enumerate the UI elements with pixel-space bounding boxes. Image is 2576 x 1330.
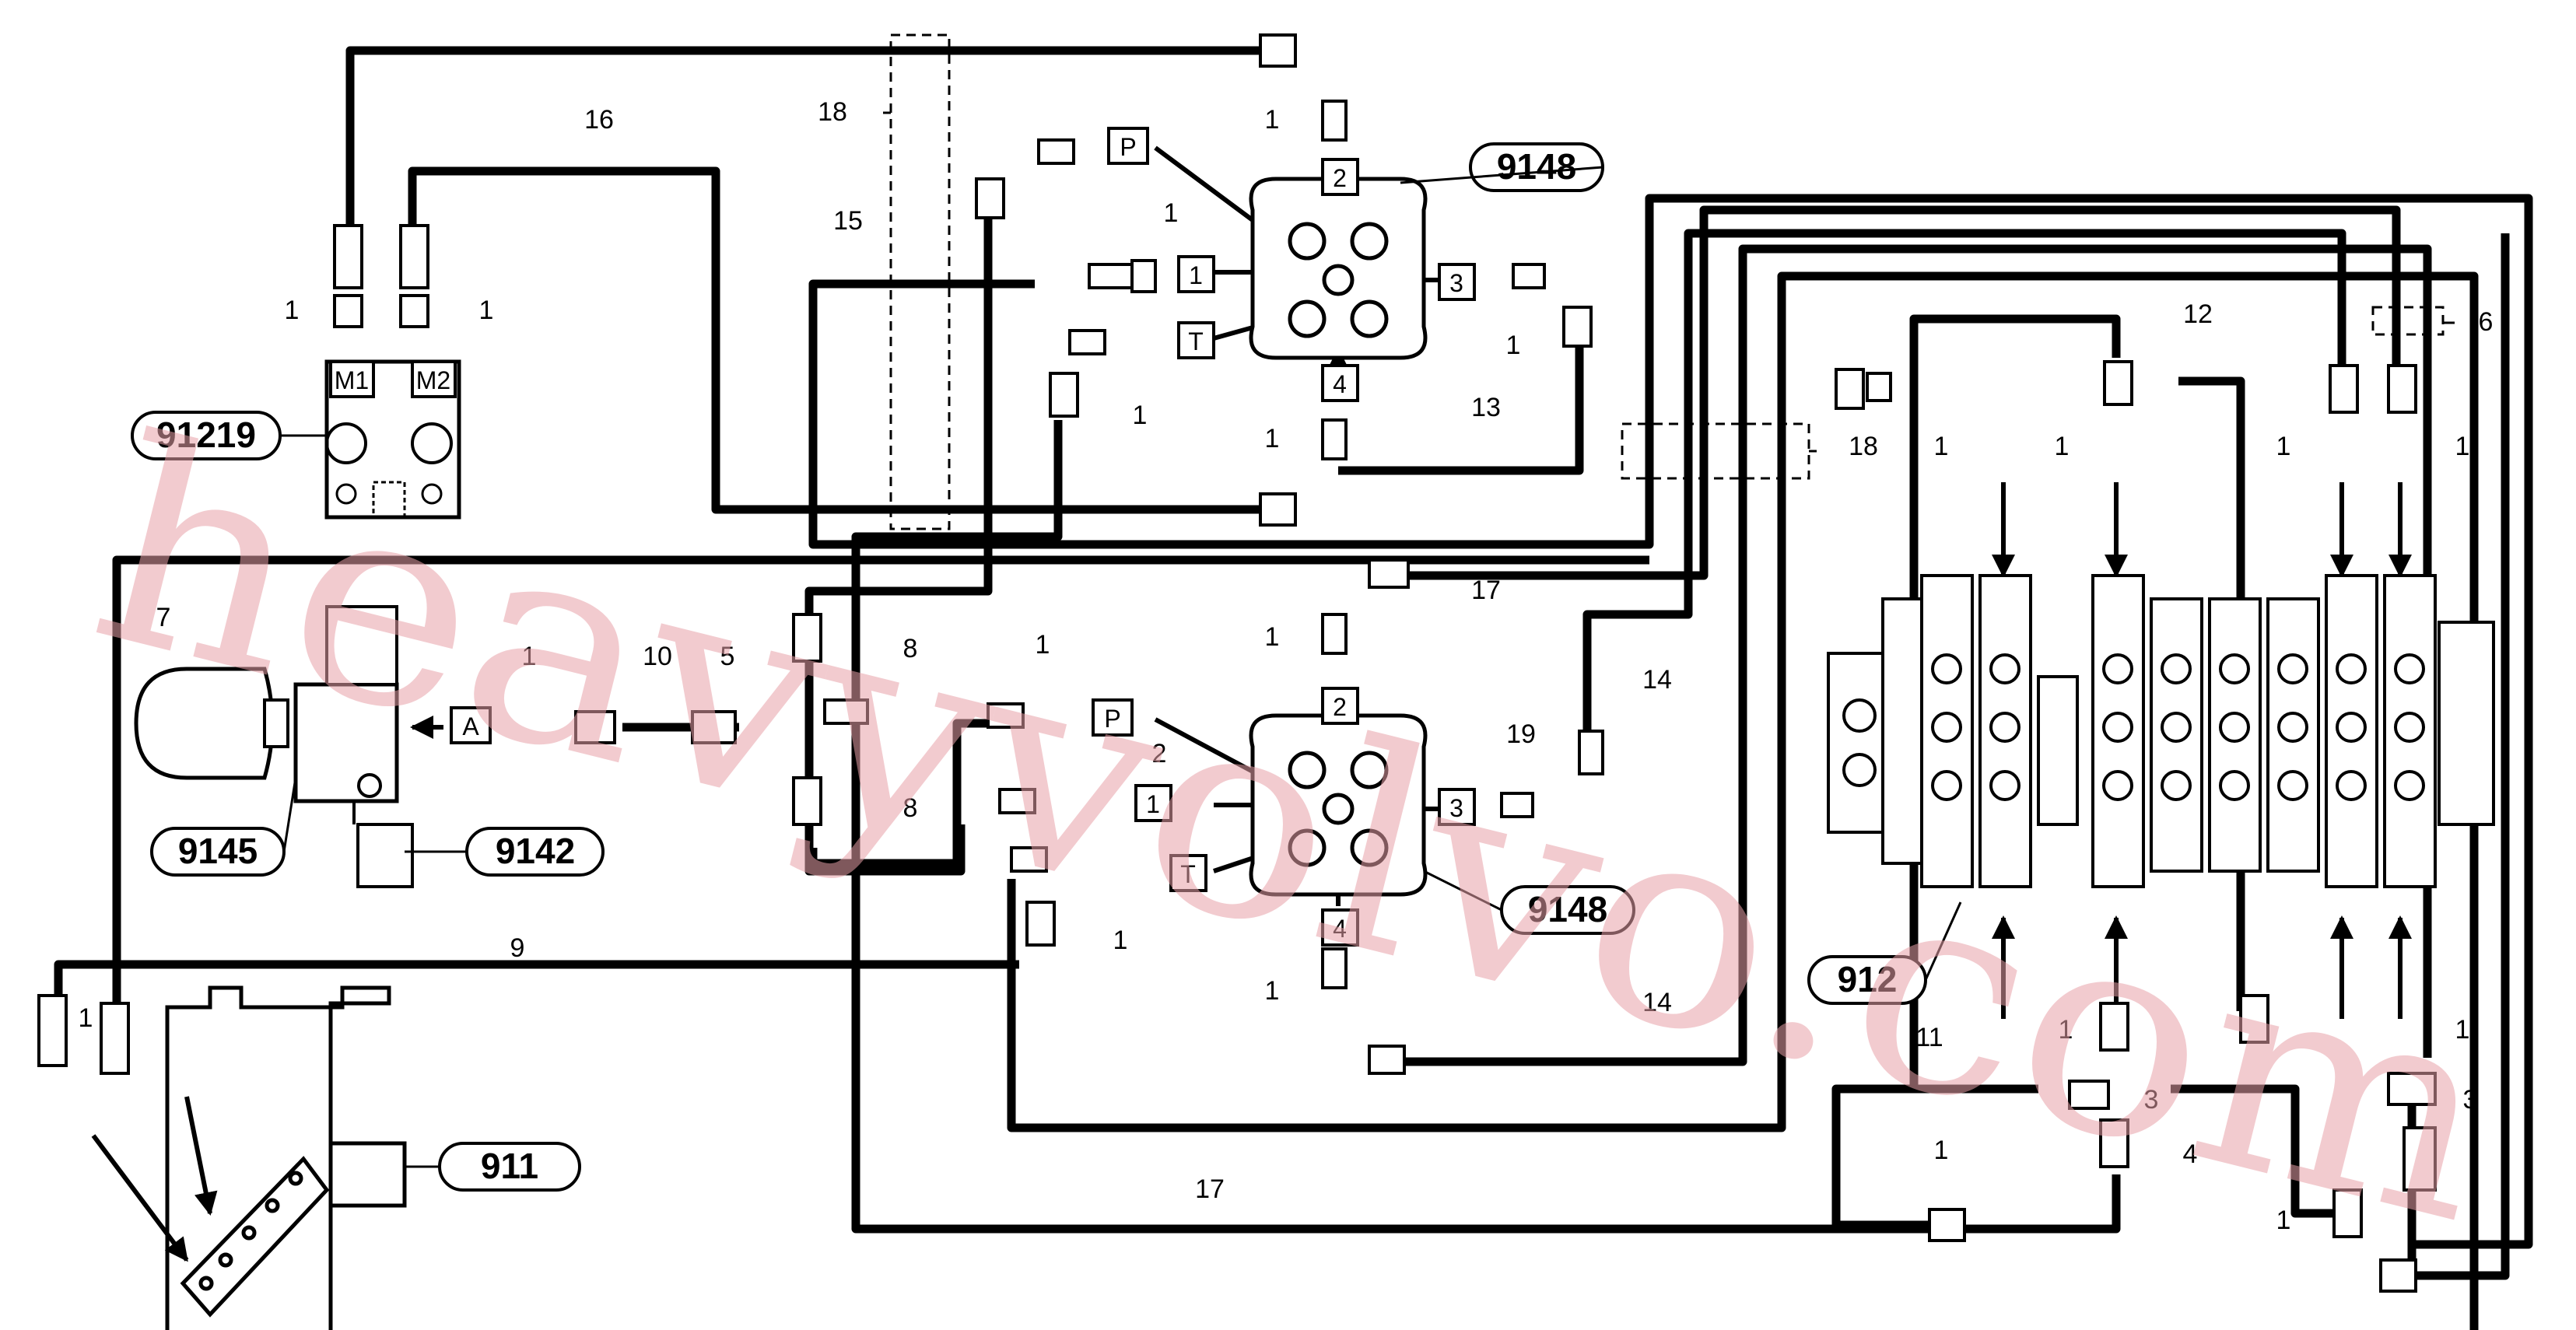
callout-1: 1: [79, 1003, 93, 1033]
valve-9142: [293, 605, 414, 888]
callout-1: 1: [2276, 1206, 2291, 1235]
callout-14-lower: 14: [1642, 988, 1672, 1017]
port-3-top: 3: [1449, 269, 1463, 297]
callout-3-right: 3: [2463, 1085, 2478, 1115]
hose-11: [1831, 1084, 2038, 1230]
callout-1: 1: [1036, 630, 1050, 660]
control-valve-912: [1827, 574, 2495, 888]
callout-18-right: 18: [1849, 432, 1878, 461]
port-p-top: P: [1120, 133, 1136, 161]
hose-14-lower: [1400, 244, 2432, 1066]
callout-15: 15: [833, 206, 863, 236]
label-9148-top: 9148: [1497, 146, 1576, 187]
port-4-top: 4: [1333, 370, 1347, 398]
callout-7: 7: [156, 603, 171, 632]
callout-10: 10: [643, 642, 672, 671]
callout-16: 16: [584, 105, 614, 135]
callout-13: 13: [1471, 393, 1501, 422]
hose-13: [1338, 342, 1584, 475]
dashed-markers: [889, 33, 2445, 530]
callout-1: 1: [1164, 198, 1179, 228]
callout-11: 11: [1915, 1023, 1943, 1052]
callout-8-lower: 8: [903, 793, 918, 823]
hose-loop-bottom: [2171, 1084, 2334, 1218]
hose-16-inner: [408, 166, 1268, 514]
hose-16-outer: [345, 46, 1260, 226]
port-m1: M1: [335, 366, 369, 394]
callout-1: 1: [1265, 622, 1280, 652]
hose-9: [54, 960, 1019, 996]
callout-1: 1: [1113, 926, 1128, 955]
callout-1: 1: [1133, 401, 1148, 430]
label-912: 912: [1838, 959, 1898, 999]
label-91219: 91219: [156, 415, 256, 455]
callout-1: 1: [1934, 432, 1949, 461]
callout-1: 1: [2055, 432, 2070, 461]
callout-1: 1: [2059, 1015, 2073, 1045]
port-1-top: 1: [1189, 261, 1203, 289]
label-911: 911: [481, 1146, 538, 1186]
callout-4: 4: [2183, 1139, 2198, 1169]
callout-14-upper: 14: [1642, 665, 1672, 695]
callout-1: 1: [1265, 976, 1280, 1006]
hose-7: [112, 555, 1649, 1003]
callout-1: 1: [2455, 1015, 2470, 1045]
callout-9: 9: [510, 933, 525, 963]
callout-1: 1: [522, 642, 537, 671]
callout-12: 12: [2183, 299, 2213, 329]
callout-1: 1: [2455, 432, 2470, 461]
marker-6: [2371, 306, 2445, 336]
callout-1: 1: [285, 296, 300, 325]
port-a: A: [462, 712, 479, 740]
callout-19: 19: [1506, 719, 1536, 749]
callout-5: 5: [720, 642, 735, 671]
callout-8-upper: 8: [903, 634, 918, 663]
fittings: [37, 33, 2437, 1293]
callout-1: 1: [1265, 105, 1280, 135]
hose-17-bottom: [1007, 271, 2479, 1330]
callout-18-top: 18: [818, 97, 847, 127]
callout-1: 1: [479, 296, 494, 325]
accumulator-9145: [134, 667, 289, 780]
hose-8-lower: [808, 719, 1004, 868]
manifold-9148-top: [1249, 177, 1428, 360]
label-9145: 9145: [178, 831, 258, 871]
hose-17-top: [1393, 205, 2401, 580]
label-9142: 9142: [496, 831, 575, 871]
port-boxes: [329, 127, 1476, 947]
callout-3-left: 3: [2144, 1085, 2159, 1115]
callout-17-bottom: 17: [1195, 1174, 1225, 1204]
callout-1: 1: [1265, 424, 1280, 453]
port-1-bottom: 1: [1146, 790, 1160, 818]
marker-18-top: [889, 33, 951, 530]
tank-911: [165, 985, 407, 1330]
port-4-bottom: 4: [1333, 915, 1347, 943]
hose-15: [808, 194, 2533, 1249]
port-3-bottom: 3: [1449, 794, 1463, 822]
callout-numbers: 16 18 15 13 18 6 12 7 10 5 8 8 17 14 19 …: [79, 97, 2494, 1235]
callout-1: 1: [2276, 432, 2291, 461]
port-m2: M2: [416, 366, 450, 394]
hose-lines: [54, 46, 2533, 1330]
callout-1: 1: [1934, 1136, 1949, 1165]
marker-18-right: [1621, 422, 1810, 480]
leader-lines: [280, 111, 2455, 1168]
hose-14-upper: [851, 420, 2121, 1234]
port-p-bottom: P: [1104, 705, 1120, 733]
callout-17-top: 17: [1471, 576, 1501, 605]
port-2-top: 2: [1333, 164, 1347, 192]
label-9148-bottom: 9148: [1528, 889, 1607, 929]
manifold-9148-bottom: [1249, 713, 1428, 897]
callout-2: 2: [1152, 739, 1167, 768]
port-t-top: T: [1188, 327, 1204, 355]
callout-6: 6: [2479, 307, 2494, 337]
callout-1: 1: [1506, 331, 1521, 360]
port-t-bottom: T: [1180, 860, 1196, 888]
port-2-bottom: 2: [1333, 693, 1347, 721]
